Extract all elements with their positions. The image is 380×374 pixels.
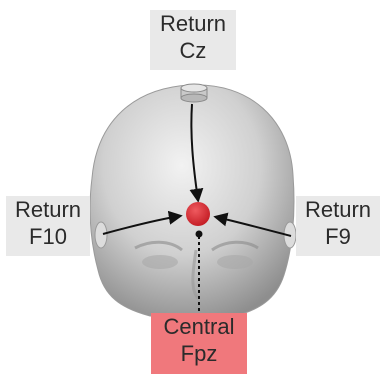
head-model <box>90 85 296 316</box>
return-f9-label-line2: F9 <box>296 223 380 250</box>
central-fpz-label-line1: Central <box>151 313 247 340</box>
central-fpz-label-line2: Fpz <box>151 340 247 367</box>
return-f10-label: Return F10 <box>6 196 90 256</box>
return-f10-label-line1: Return <box>6 196 90 223</box>
return-f10-label-line2: F10 <box>6 223 90 250</box>
cz-electrode <box>181 84 207 102</box>
return-cz-label: Return Cz <box>150 10 236 70</box>
return-f9-label-line1: Return <box>296 196 380 223</box>
return-cz-label-line2: Cz <box>150 37 236 64</box>
central-fpz-label: Central Fpz <box>151 313 247 374</box>
fpz-point <box>196 231 203 238</box>
return-cz-label-line1: Return <box>150 10 236 37</box>
return-f9-label: Return F9 <box>296 196 380 256</box>
right-ear <box>95 222 107 248</box>
central-electrode <box>186 202 210 226</box>
